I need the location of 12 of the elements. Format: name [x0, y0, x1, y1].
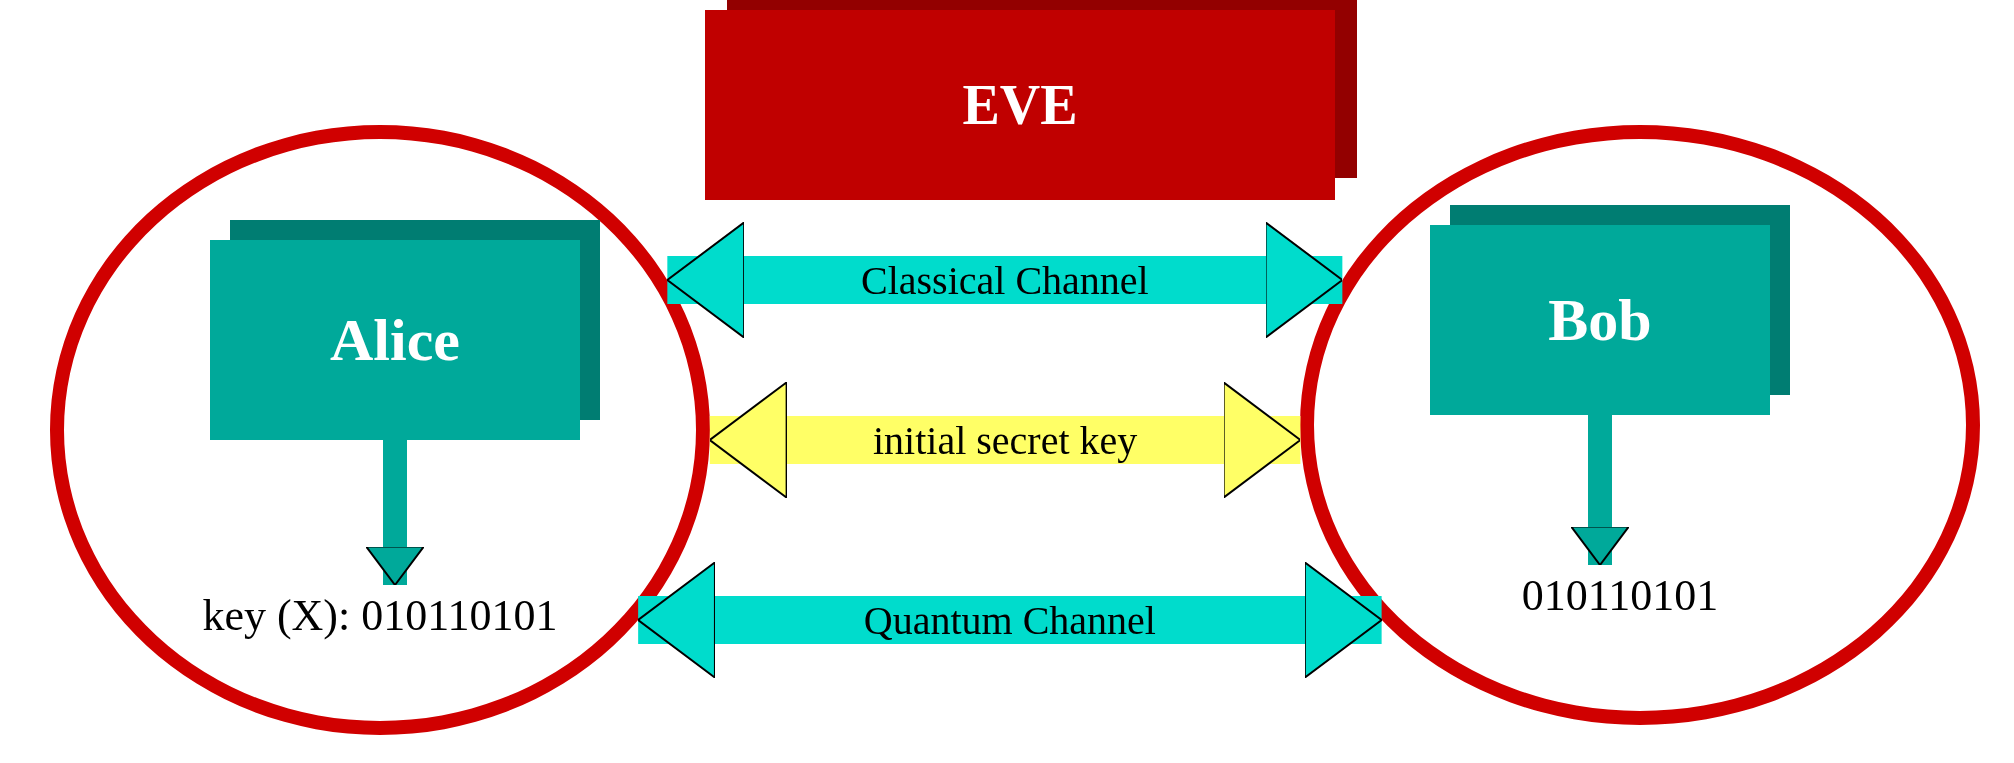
edge-label: Classical Channel — [860, 256, 1149, 304]
double-arrow — [666, 221, 1344, 339]
arrow — [365, 440, 425, 586]
double-arrow — [708, 381, 1302, 499]
key-bits-text: key (X): 010110101 — [90, 585, 670, 645]
edge-label: Quantum Channel — [863, 596, 1156, 644]
edge-label: initial secret key — [872, 416, 1138, 464]
arrow — [1570, 415, 1630, 566]
double-arrow — [637, 561, 1383, 679]
party-ellipse — [50, 125, 710, 735]
party-ellipse — [1300, 125, 1980, 725]
key-bits-text: 010110101 — [1470, 565, 1770, 625]
